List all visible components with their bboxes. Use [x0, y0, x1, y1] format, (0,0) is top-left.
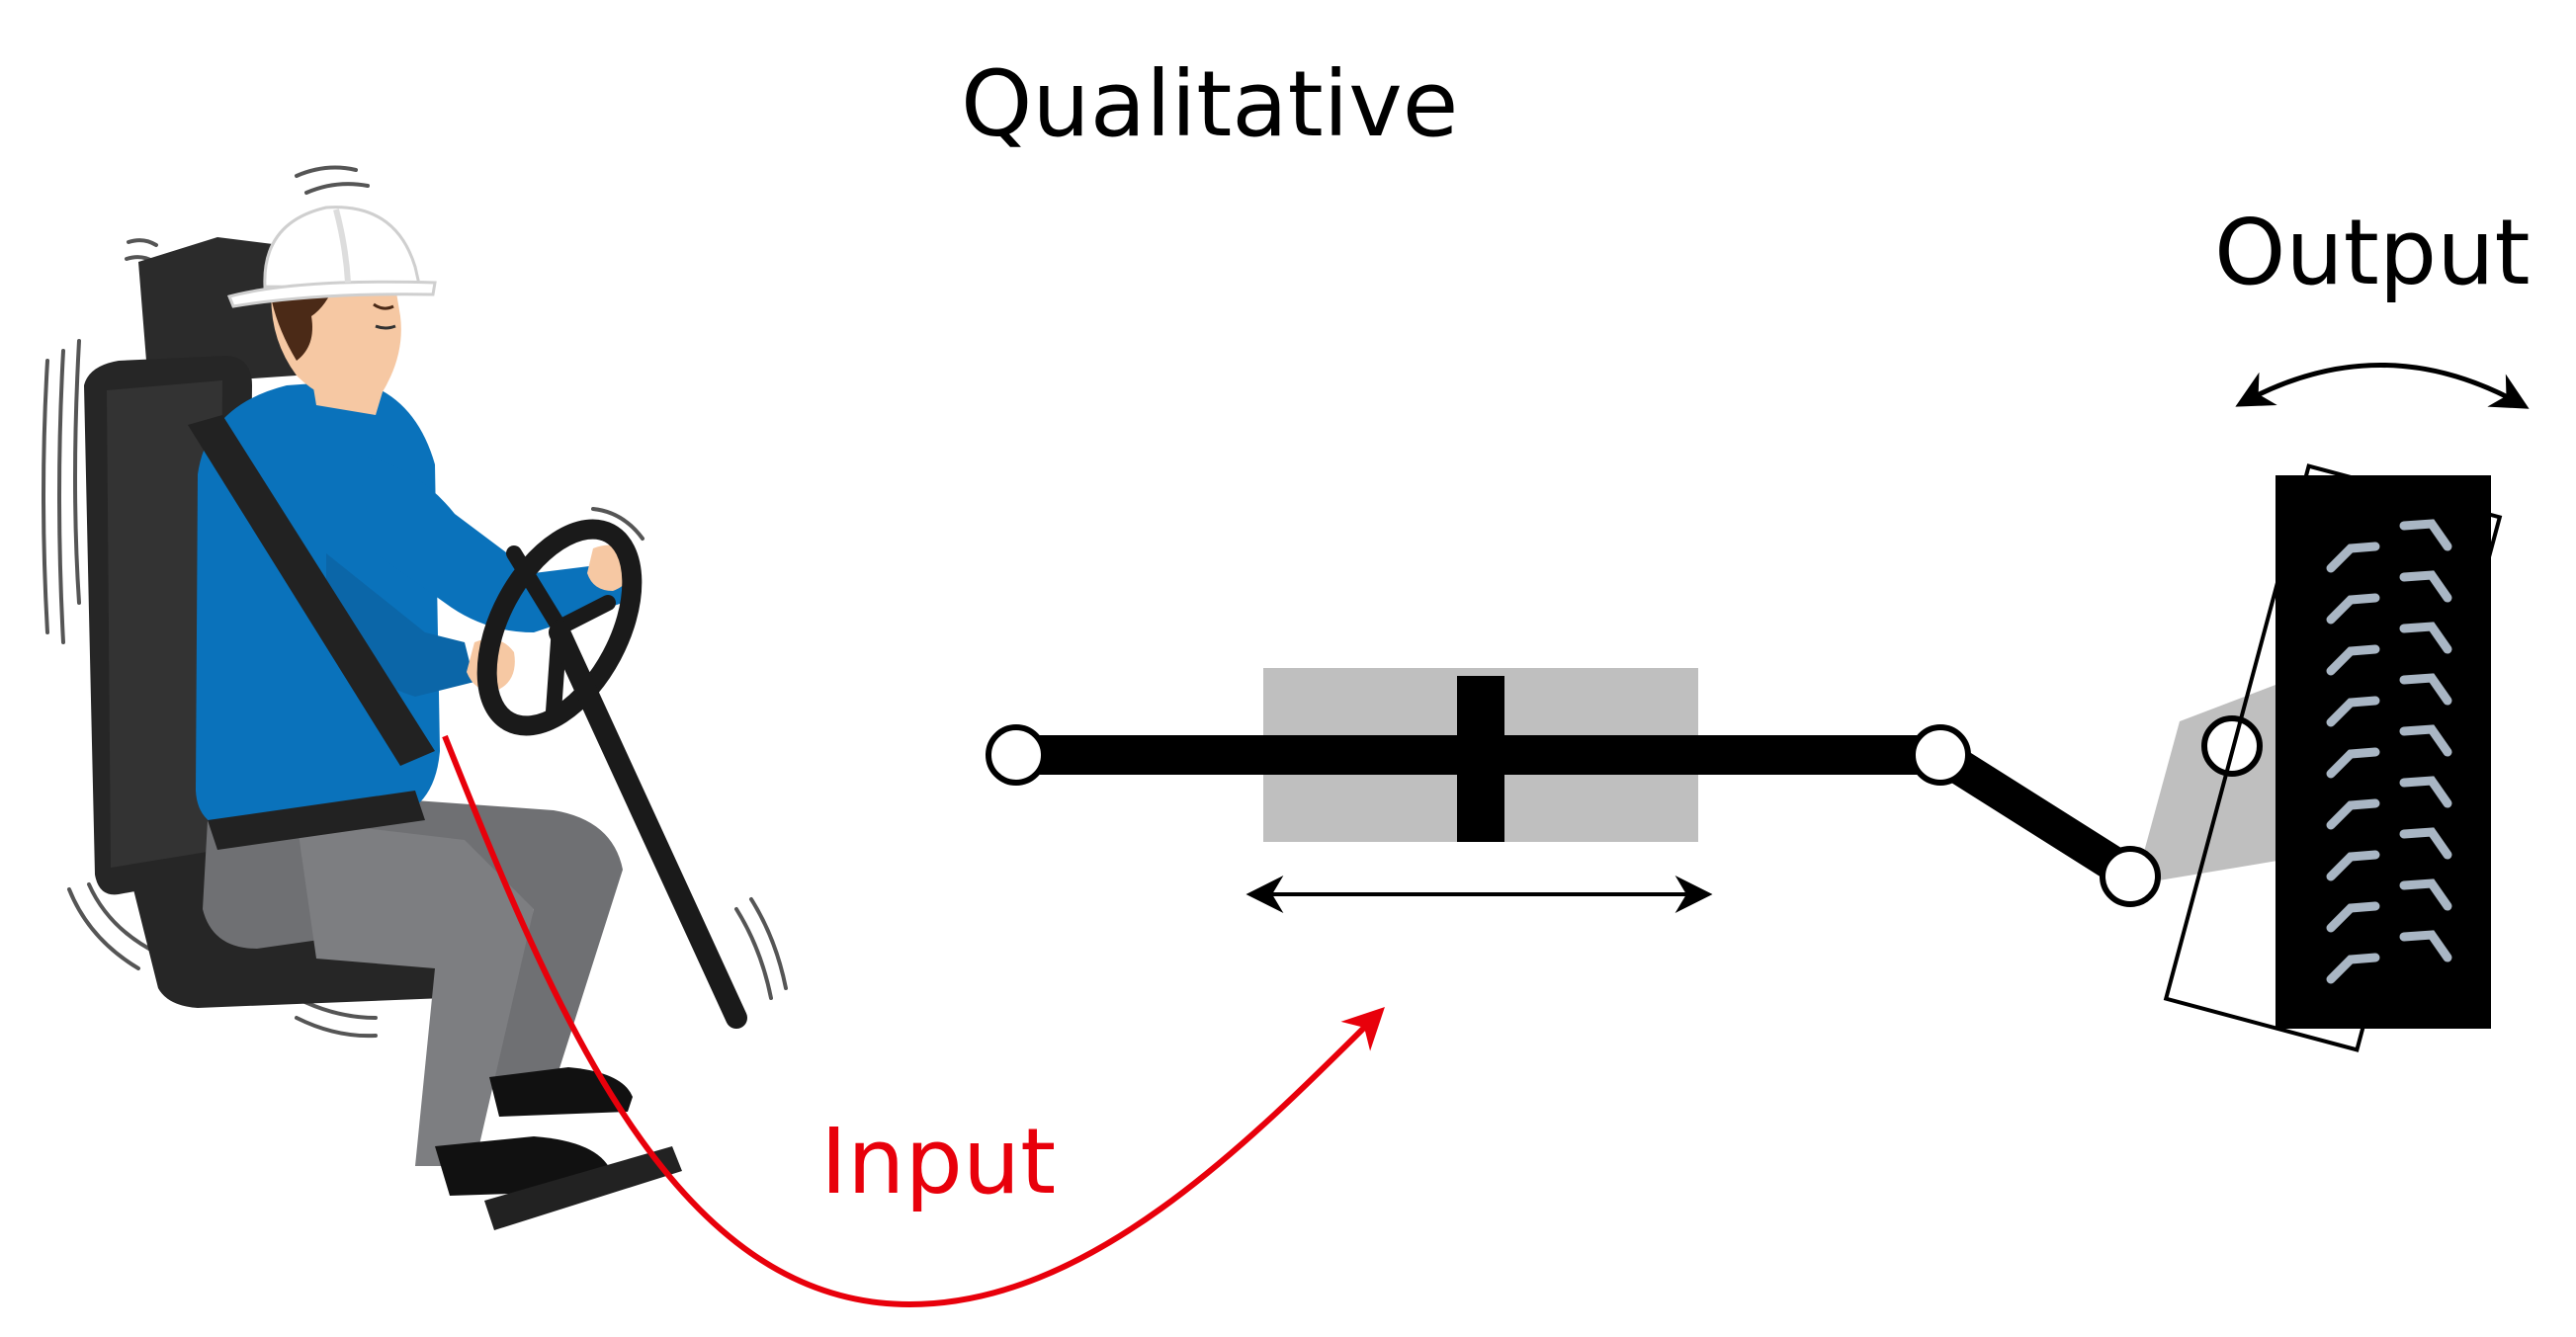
- arm-joint-icon: [2100, 846, 2161, 907]
- legs: [203, 791, 682, 1230]
- tire-icon: [2163, 463, 2503, 1052]
- head: [271, 282, 401, 415]
- seated-operator-icon: [42, 165, 788, 1230]
- output-label: Output: [2214, 200, 2531, 305]
- tread-pattern: [2326, 519, 2452, 984]
- tie-rod: [1932, 740, 2140, 890]
- diagram-title: Qualitative: [961, 51, 1459, 157]
- helmet: [226, 206, 437, 308]
- output-rotation-arrow: [2235, 363, 2530, 409]
- input-arrow: [442, 734, 1385, 1308]
- left-joint-icon: [986, 724, 1047, 786]
- rack-bar: [1018, 676, 1935, 842]
- steering-wheel: [476, 519, 747, 1029]
- rack-end-joint-icon: [1910, 724, 1971, 786]
- torso: [188, 380, 634, 850]
- steering-arm: [2135, 682, 2283, 884]
- input-label: Input: [820, 1109, 1057, 1214]
